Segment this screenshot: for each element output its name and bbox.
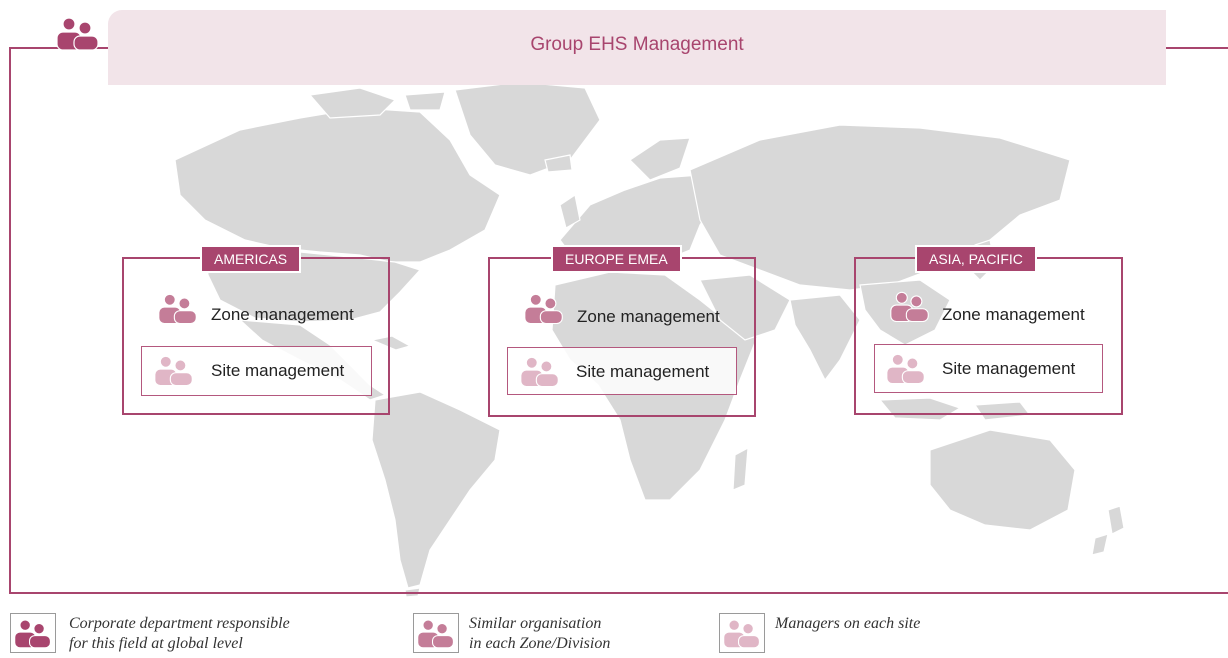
page-title: Group EHS Management	[530, 34, 744, 55]
people-icon-site	[886, 353, 925, 385]
zone-management-label: Zone management	[942, 305, 1085, 324]
people-icon-site	[154, 355, 193, 387]
zone-tag-asia-pacific: ASIA, PACIFIC	[915, 245, 1037, 273]
people-icon-corporate	[14, 619, 51, 649]
legend-zone-line1: Similar organisation	[469, 615, 602, 632]
people-icon-site	[723, 619, 760, 649]
header-band	[108, 10, 1166, 85]
people-icon-zone	[890, 291, 929, 322]
legend-site-line1: Managers on each site	[775, 615, 921, 632]
people-icon-corporate	[56, 17, 99, 50]
people-icon-site	[520, 356, 559, 388]
zone-tag-americas: AMERICAS	[200, 245, 302, 273]
zone-management-label: Zone management	[211, 305, 354, 324]
site-management-label: Site management	[576, 362, 710, 381]
site-management-label: Site management	[211, 361, 345, 380]
legend-corporate-line1: Corporate department responsible	[69, 615, 290, 632]
zone-tag-europe-emea: EUROPE EMEA	[551, 245, 682, 273]
people-icon-zone	[524, 293, 563, 324]
site-management-label: Site management	[942, 359, 1076, 378]
people-icon-zone	[158, 293, 197, 324]
people-icon-zone	[417, 619, 454, 649]
zone-management-label: Zone management	[577, 307, 720, 326]
legend-corporate-line2: for this field at global level	[69, 635, 243, 652]
legend-zone-line2: in each Zone/Division	[469, 635, 611, 652]
